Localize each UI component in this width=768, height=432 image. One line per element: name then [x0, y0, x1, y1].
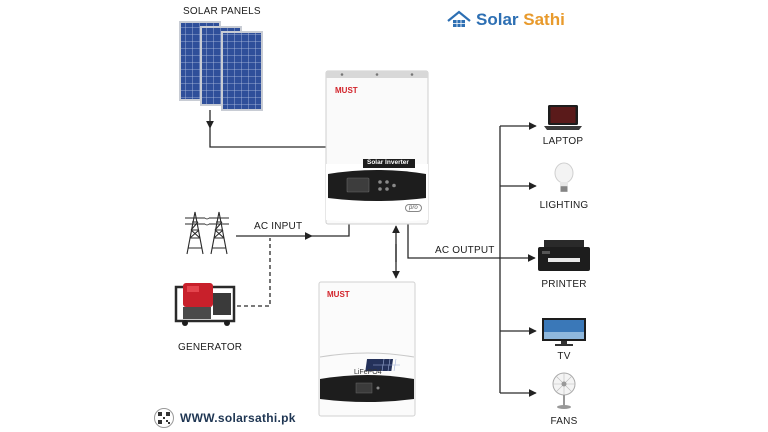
inverter-model: Solar Inverter [367, 159, 409, 166]
house-solar-icon [447, 10, 471, 27]
lifepo4-battery: MUST LiFePO4 [318, 281, 416, 417]
ac-input-label: AC INPUT [254, 221, 303, 232]
fan-icon [552, 372, 576, 409]
battery-icon [318, 281, 416, 417]
inverter-icon [325, 70, 429, 225]
solar-inverter: MUST Solar Inverter pro [325, 70, 429, 225]
ac-output-label: AC OUTPUT [435, 245, 495, 256]
load-label-tv: TV [557, 351, 571, 362]
load-label-printer: PRINTER [541, 279, 587, 290]
brand-name: Solar Sathi [476, 10, 565, 29]
light-bulb-icon [554, 162, 574, 192]
brand-logo: Solar Sathi [446, 8, 565, 32]
generator-label: GENERATOR [178, 342, 243, 353]
printer-icon [538, 240, 590, 271]
load-label-lighting: LIGHTING [539, 200, 589, 211]
load-label-fans: FANS [550, 416, 578, 427]
laptop-icon [544, 105, 582, 130]
battery-brand: MUST [327, 290, 350, 299]
solar-panels-label: SOLAR PANELS [183, 6, 261, 17]
qr-code-icon [154, 408, 174, 428]
generator-icon [174, 283, 236, 326]
tv-icon [542, 318, 586, 346]
website-footer: WWW.solarsathi.pk [154, 408, 296, 428]
website-url[interactable]: WWW.solarsathi.pk [180, 411, 296, 425]
load-label-laptop: LAPTOP [542, 136, 584, 147]
inverter-brand: MUST [335, 86, 358, 95]
transmission-tower-icon [185, 211, 229, 255]
battery-chemistry: LiFePO4 [354, 369, 382, 376]
solar-panel-icon [179, 21, 263, 111]
inverter-badge: pro [405, 204, 422, 212]
